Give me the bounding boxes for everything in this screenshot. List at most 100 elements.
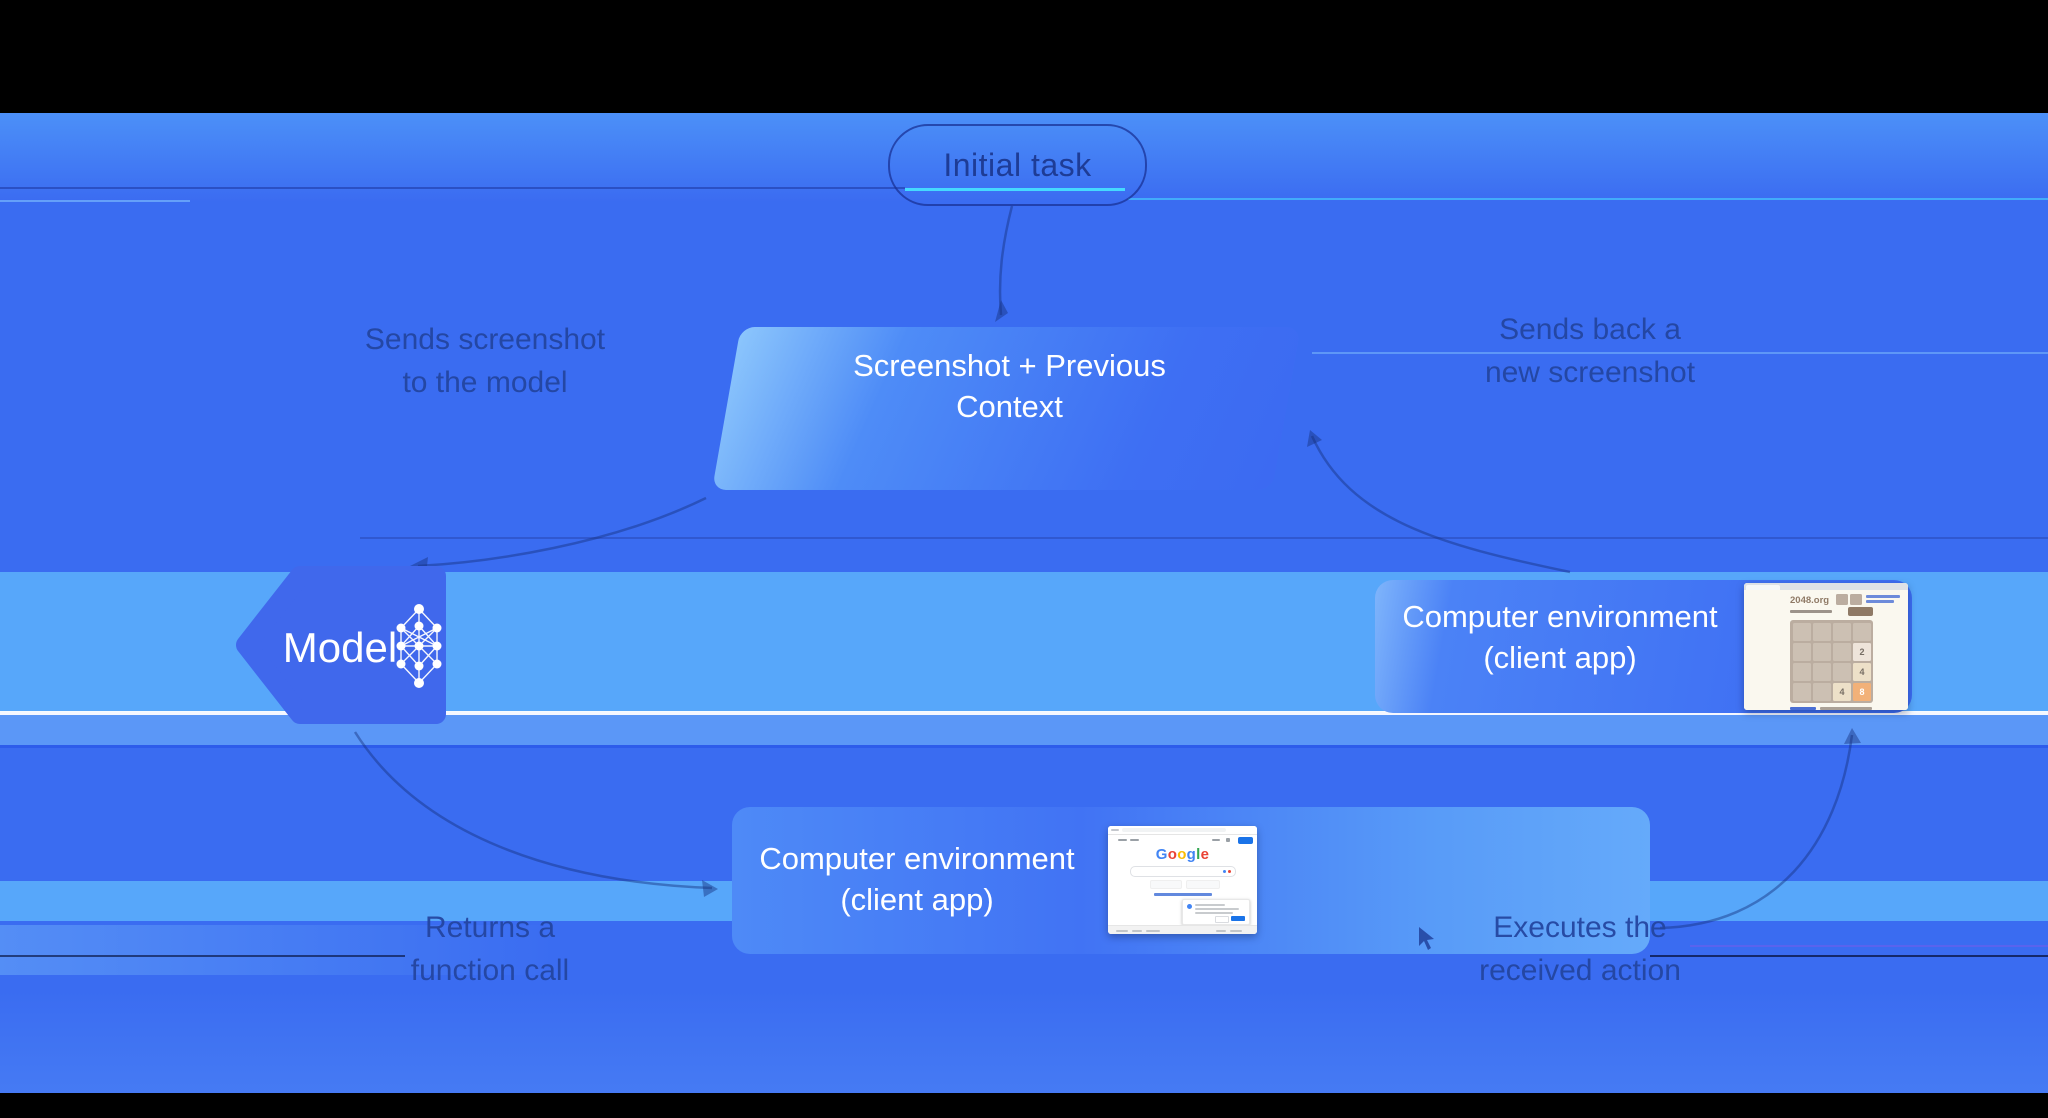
- model-label: Model: [282, 624, 398, 671]
- tile-2: 2: [1853, 643, 1871, 661]
- edge-label-line: Executes the: [1493, 911, 1667, 944]
- mic-icon: [1223, 870, 1226, 873]
- logo-letter: l: [1196, 846, 1201, 863]
- nav-text-bar: [1118, 839, 1127, 841]
- tile-4: 4: [1833, 683, 1851, 701]
- edge-label-line: Sends back a: [1499, 313, 1681, 346]
- logo-letter: g: [1186, 846, 1197, 863]
- game-site-logo: 2048.org: [1790, 595, 1830, 606]
- google-search-screenshot: Google: [1108, 826, 1257, 934]
- arrow-task-to-context: [998, 205, 1014, 316]
- edge-label-new-screenshot: Sends back a new screenshot: [1455, 308, 1725, 394]
- lens-icon: [1228, 870, 1231, 873]
- cyan-streak: [905, 188, 1125, 191]
- search-input: [1130, 866, 1236, 877]
- browser-tab-bar: [1744, 583, 1908, 590]
- google-search-button: [1150, 880, 1182, 889]
- edge-label-function-call: Returns a function call: [360, 906, 620, 992]
- env-right-label-line2: (client app): [1483, 640, 1637, 675]
- edge-label-send-to-model: Sends screenshot to the model: [350, 318, 620, 404]
- url-bar: [1122, 828, 1226, 832]
- initial-task-label: Initial task: [943, 146, 1092, 183]
- footer-link-bar: [1132, 930, 1142, 932]
- arrow-env-to-env: [1659, 734, 1854, 930]
- dark-streak: [1650, 955, 2048, 957]
- browser-address-bar: [1108, 826, 1257, 835]
- game-2048-page: 2048.org 2 4 4 8: [1744, 590, 1908, 710]
- streak: [0, 925, 560, 975]
- arrow-context-to-model: [417, 496, 707, 568]
- blue-streak-line: [0, 745, 2048, 748]
- edge-label-line: function call: [410, 954, 570, 987]
- initial-task-pill: Initial task: [888, 124, 1147, 206]
- nav-text-bar: [1130, 839, 1139, 841]
- dialog-text-bar: [1195, 908, 1239, 910]
- footer-link-bar: [1216, 930, 1226, 932]
- google-logo: Google: [1108, 846, 1257, 863]
- edge-label-line: Sends screenshot: [364, 323, 606, 356]
- window-controls: [1111, 829, 1119, 831]
- edge-label-line: received action: [1479, 954, 1681, 987]
- env-bottom-label: Computer environment (client app): [742, 838, 1092, 920]
- footer-link-bar: [1146, 930, 1160, 932]
- browser-tab: [1746, 584, 1780, 590]
- top-glow-band: [0, 113, 2048, 201]
- streak: [0, 187, 905, 189]
- arrow-env-to-context: [1310, 435, 1571, 574]
- neural-network-icon: [396, 604, 442, 688]
- feeling-lucky-button: [1186, 880, 1220, 889]
- sign-in-button: [1238, 837, 1253, 844]
- link-text-bar: [1866, 595, 1900, 598]
- letterbox-bottom: [0, 1093, 2048, 1118]
- score-box: [1836, 594, 1848, 605]
- edge-label-execute-action: Executes the received action: [1455, 906, 1705, 992]
- white-streak-line: [0, 711, 2048, 715]
- streak: [360, 537, 2048, 539]
- edge-label-line: to the model: [402, 366, 568, 399]
- tile-4: 4: [1853, 663, 1871, 681]
- dark-streak: [0, 955, 405, 957]
- letterbox-top: [0, 0, 2048, 113]
- streak: [1312, 352, 2048, 354]
- env-bottom-label-line1: Computer environment: [759, 841, 1075, 876]
- cookie-consent-dialog: [1182, 899, 1250, 925]
- nav-text-bar: [1212, 839, 1220, 841]
- streak: [0, 200, 190, 202]
- intro-text-bar: [1790, 610, 1832, 613]
- game-grid: 2 4 4 8: [1790, 620, 1873, 703]
- env-bottom-label-line2: (client app): [840, 882, 994, 917]
- context-label: Screenshot + Previous Context: [712, 345, 1307, 427]
- bottom-fade-band: [0, 990, 2048, 1093]
- logo-letter: o: [1177, 846, 1187, 863]
- new-game-button: [1848, 607, 1873, 616]
- cursor-icon: [1419, 927, 1434, 950]
- apps-grid-icon: [1226, 838, 1230, 842]
- logo-letter: o: [1167, 846, 1178, 863]
- edge-label-line: Returns a: [424, 911, 556, 944]
- best-score-box: [1850, 594, 1862, 605]
- env-right-label: Computer environment (client app): [1385, 596, 1735, 678]
- logo-letter: G: [1155, 846, 1168, 863]
- howto-link-bar: [1790, 707, 1816, 710]
- footer-text-bar: [1820, 707, 1872, 710]
- footer-link-bar: [1116, 930, 1128, 932]
- customize-button: [1215, 916, 1229, 923]
- game-2048-screenshot: 2048.org 2 4 4 8: [1744, 583, 1908, 710]
- context-label-line2: Context: [956, 389, 1063, 424]
- footer-link-bar: [1230, 930, 1242, 932]
- logo-letter: e: [1200, 846, 1210, 863]
- streak: [1690, 945, 2048, 947]
- env-right-label-line1: Computer environment: [1402, 599, 1718, 634]
- dialog-text-bar: [1195, 912, 1233, 914]
- tile-8: 8: [1853, 683, 1871, 701]
- page-footer: [1108, 925, 1257, 934]
- offered-in-link-bar: [1154, 893, 1212, 896]
- arrow-model-to-env: [353, 731, 713, 890]
- dialog-text-bar: [1195, 904, 1225, 906]
- link-text-bar: [1866, 600, 1894, 603]
- google-g-icon: [1187, 904, 1192, 909]
- accept-all-button: [1231, 916, 1245, 921]
- cyan-streak: [1128, 198, 2048, 200]
